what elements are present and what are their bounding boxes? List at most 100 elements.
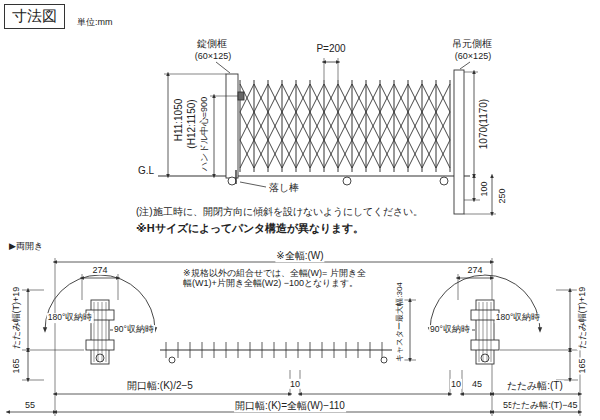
lattice-diagonal bbox=[254, 112, 268, 140]
lattice-diagonal bbox=[338, 84, 352, 112]
dimension-line bbox=[410, 300, 411, 360]
dimension-line bbox=[462, 394, 492, 395]
extension-line bbox=[55, 258, 56, 416]
lattice-diagonal bbox=[282, 140, 296, 168]
lattice-diagonal bbox=[254, 140, 268, 168]
part-name: 吊元側框 bbox=[451, 38, 493, 50]
collapsed-gate bbox=[160, 349, 392, 350]
lattice-diagonal bbox=[408, 84, 422, 112]
folded-bar bbox=[479, 302, 480, 362]
lattice-bar bbox=[380, 80, 381, 172]
collapsed-bar bbox=[370, 342, 371, 358]
lattice-diagonal bbox=[310, 112, 324, 140]
dimension: 165 bbox=[577, 357, 587, 374]
lattice-diagonal bbox=[436, 140, 450, 168]
lattice-diagonal bbox=[338, 140, 352, 168]
lattice-diagonal bbox=[394, 140, 408, 168]
lattice-diagonal bbox=[240, 140, 254, 168]
angle-label: 90°収納時 bbox=[113, 325, 155, 335]
dimension: 開口幅:(K)=全幅(W)−110 bbox=[234, 400, 346, 412]
dimension: 1070(1170) bbox=[478, 98, 490, 150]
lattice-diagonal bbox=[380, 112, 394, 140]
collapsed-bar bbox=[358, 342, 359, 358]
dimension-line bbox=[28, 290, 29, 350]
lattice-diagonal bbox=[422, 140, 436, 168]
lattice-bar bbox=[366, 80, 367, 172]
drop-rod bbox=[235, 170, 236, 184]
dimension-line bbox=[492, 176, 493, 214]
dimension: 開口幅:(K)/2−5 bbox=[126, 380, 194, 392]
collapsed-bar bbox=[226, 342, 227, 358]
dimension-line bbox=[82, 278, 118, 279]
handle bbox=[238, 92, 244, 100]
collapsed-bar bbox=[298, 342, 299, 358]
lattice-diagonal bbox=[338, 112, 352, 140]
part-name: 錠側框 bbox=[196, 38, 228, 50]
lattice-diagonal bbox=[254, 84, 268, 112]
dimension: 165 bbox=[11, 357, 21, 374]
extension-line bbox=[464, 214, 496, 215]
caster-plan bbox=[381, 357, 387, 363]
lattice-diagonal bbox=[394, 140, 408, 168]
lattice-diagonal bbox=[380, 140, 394, 168]
dimension: たたみ幅(T)+19 bbox=[11, 286, 21, 351]
extension-line bbox=[164, 74, 226, 75]
lattice-diagonal bbox=[254, 84, 268, 112]
dimension: (60×125) bbox=[194, 51, 232, 61]
lattice-bar bbox=[450, 80, 451, 172]
dimension: 274 bbox=[466, 265, 483, 275]
dimension: 45 bbox=[471, 379, 483, 389]
dimension: 274 bbox=[91, 265, 108, 275]
collapsed-bar bbox=[250, 342, 251, 358]
lattice-diagonal bbox=[436, 140, 450, 168]
dimension: (H12:1150) bbox=[186, 98, 198, 149]
lattice-bar bbox=[338, 80, 339, 172]
lattice-bar bbox=[310, 80, 311, 172]
collapsed-bar bbox=[166, 342, 167, 358]
lattice-diagonal bbox=[254, 140, 268, 168]
lattice-bar bbox=[254, 80, 255, 172]
dimension: 55 bbox=[24, 400, 36, 410]
extension-line bbox=[464, 72, 478, 73]
lattice-bar bbox=[394, 80, 395, 172]
lattice-diagonal bbox=[282, 84, 296, 112]
caster-plan bbox=[96, 354, 104, 362]
dimension: キャスター最大幅:304 bbox=[395, 281, 404, 363]
lattice-diagonal bbox=[352, 84, 366, 112]
lattice-diagonal bbox=[380, 84, 394, 112]
extension-line bbox=[22, 380, 44, 381]
collapsed-bar bbox=[178, 342, 179, 358]
lattice-diagonal bbox=[310, 84, 324, 112]
note: ※規格以外の組合せでは、全幅(W)= 片開き全幅(W1)+片開き全幅(W2) −… bbox=[182, 268, 374, 289]
lattice-diagonal bbox=[268, 112, 282, 140]
lattice-diagonal bbox=[282, 112, 296, 140]
lattice-diagonal bbox=[352, 112, 366, 140]
folded-bar bbox=[487, 302, 488, 362]
extension-line bbox=[338, 58, 339, 80]
dimension-line bbox=[492, 394, 580, 395]
lattice-diagonal bbox=[436, 112, 450, 140]
lattice-diagonal bbox=[240, 140, 254, 168]
lattice-diagonal bbox=[408, 84, 422, 112]
lattice-diagonal bbox=[268, 84, 282, 112]
lattice-diagonal bbox=[394, 112, 408, 140]
folded-bar bbox=[491, 302, 492, 362]
lattice-bar bbox=[282, 80, 283, 172]
folded-bar bbox=[98, 302, 99, 362]
extension-line bbox=[22, 290, 44, 291]
caster-plan bbox=[169, 357, 175, 363]
angle-label: 90°収納時 bbox=[429, 325, 471, 335]
collapsed-bar bbox=[274, 342, 275, 358]
lattice-diagonal bbox=[366, 112, 380, 140]
lattice-diagonal bbox=[324, 140, 338, 168]
extension-line bbox=[458, 274, 459, 300]
hinge-side-post bbox=[454, 70, 464, 214]
post-bracket bbox=[471, 340, 499, 350]
lattice-diagonal bbox=[310, 140, 324, 168]
lattice-diagonal bbox=[352, 140, 366, 168]
lattice-diagonal bbox=[310, 84, 324, 112]
lattice-diagonal bbox=[296, 84, 310, 112]
lock-side-post bbox=[226, 74, 238, 178]
lattice-diagonal bbox=[296, 112, 310, 140]
collapsed-bar bbox=[286, 342, 287, 358]
